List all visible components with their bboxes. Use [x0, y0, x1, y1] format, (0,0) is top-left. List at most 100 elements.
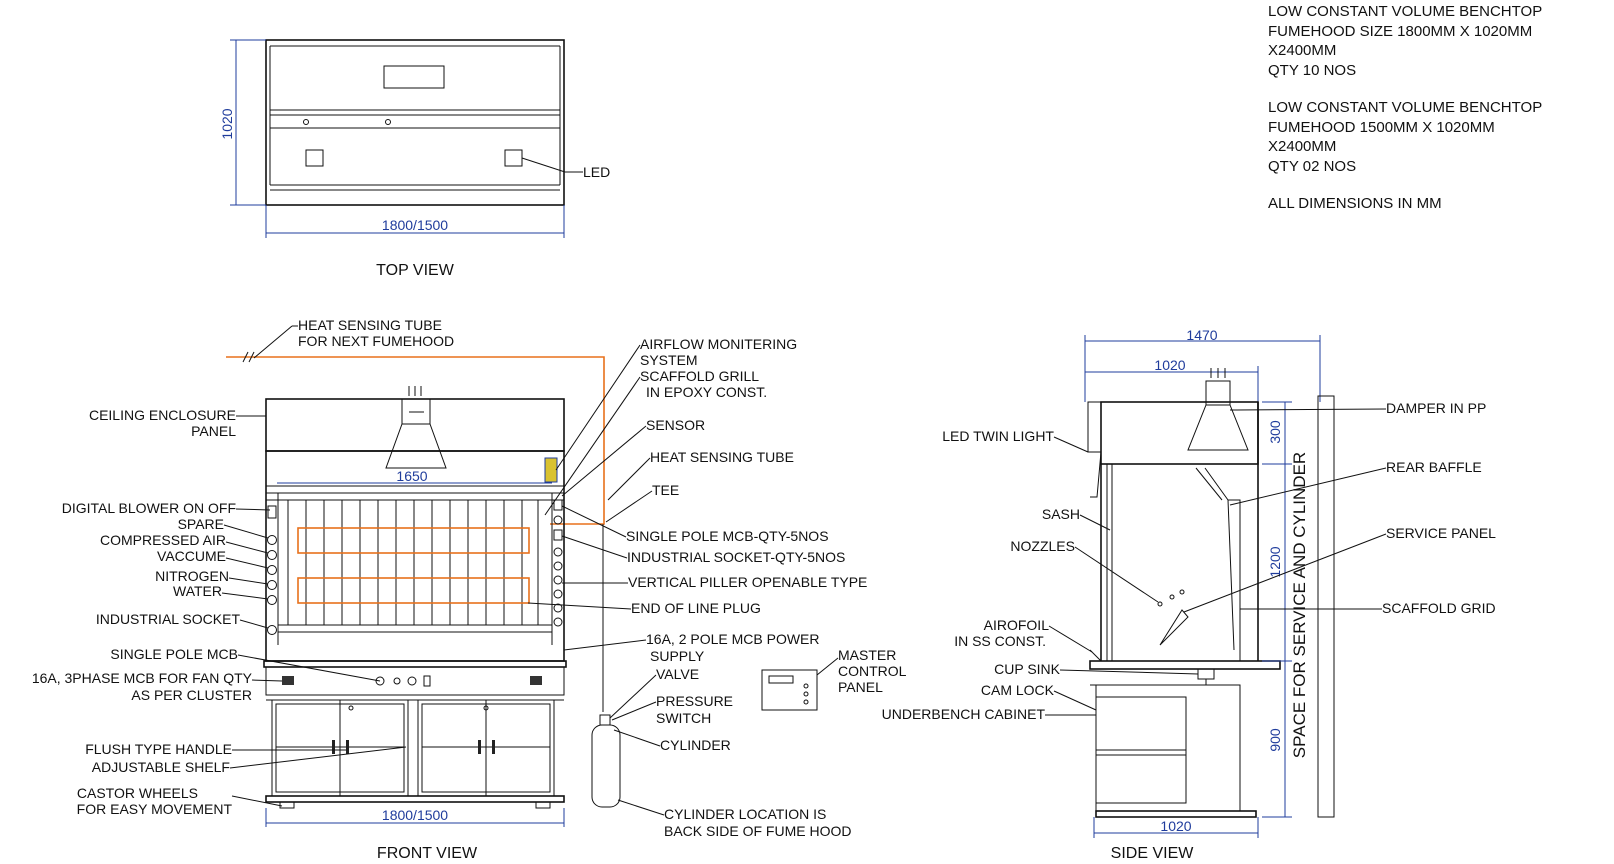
note-line: ALL DIMENSIONS IN MM: [1268, 195, 1442, 212]
ceiling-enclosure: [265, 398, 565, 452]
water-tap: [267, 595, 277, 605]
label-vertical-piller: VERTICAL PILLER OPENABLE TYPE: [628, 574, 867, 590]
scaffold-grill: [278, 500, 552, 633]
cup-sink: [1197, 668, 1215, 680]
label-ceiling-enclosure-2: PANEL: [191, 423, 236, 439]
front-view: 1650: [32, 317, 907, 862]
label-underbench-cabinet: UNDERBENCH CABINET: [882, 706, 1046, 722]
label-2pole-mcb: 16A, 2 POLE MCB POWER: [646, 631, 820, 647]
label-cylinder: CYLINDER: [660, 737, 731, 753]
label-airofoil: AIROFOIL: [984, 617, 1050, 633]
cylinder: [591, 724, 621, 808]
dim-1470: 1470: [1186, 327, 1217, 343]
note-line: QTY 02 NOS: [1268, 157, 1357, 175]
top-view-duct: [383, 65, 445, 89]
label-scaffold-grill-2: IN EPOXY CONST.: [646, 384, 767, 400]
top-view-title: TOP VIEW: [376, 262, 455, 279]
label-vaccume: VACCUME: [157, 548, 226, 564]
side-view-title: SIDE VIEW: [1111, 845, 1195, 862]
dim-1020-top: 1020: [1154, 357, 1185, 373]
nitrogen-tap: [267, 580, 277, 590]
cylinder-valve: [599, 714, 611, 726]
side-hood: [1187, 404, 1249, 451]
label-industrial-socket: INDUSTRIAL SOCKET: [96, 611, 241, 627]
note-line: FUMEHOOD SIZE 1800MM X 1020MM: [1268, 22, 1533, 40]
label-cam-lock: CAM LOCK: [981, 682, 1055, 698]
label-led-twin-light: LED TWIN LIGHT: [942, 428, 1054, 444]
industrial-socket: [267, 625, 277, 635]
heat-sensing-loop: [297, 577, 530, 604]
label-flush-handle: FLUSH TYPE HANDLE: [85, 741, 232, 757]
heat-sensing-tube: [226, 356, 605, 525]
label-cylinder-location: CYLINDER LOCATION IS: [664, 806, 826, 822]
note-line: FUMEHOOD 1500MM X 1020MM: [1268, 118, 1495, 136]
dim-inner: 1650: [396, 468, 427, 484]
label-3phase-mcb-2: AS PER CLUSTER: [131, 687, 252, 703]
compressed-air-tap: [267, 550, 277, 560]
label-master: MASTER: [838, 647, 896, 663]
label-cylinder-location-2: BACK SIDE OF FUME HOOD: [664, 823, 851, 839]
underbench-cabinets: [271, 699, 555, 797]
note-line: LOW CONSTANT VOLUME BENCHTOP: [1268, 99, 1543, 116]
label-airflow-monitoring-2: SYSTEM: [640, 352, 698, 368]
front-view-title: FRONT VIEW: [377, 845, 478, 862]
label-cup-sink: CUP SINK: [994, 661, 1061, 677]
label-adjustable-shelf: ADJUSTABLE SHELF: [92, 759, 230, 775]
led-light: [544, 457, 558, 483]
label-airflow-monitoring: AIRFLOW MONITERING: [640, 336, 797, 352]
label-digital-blower: DIGITAL BLOWER ON OFF: [62, 500, 236, 516]
dim-1200: 1200: [1267, 546, 1283, 577]
label-ceiling-enclosure: CEILING ENCLOSURE: [89, 407, 236, 423]
label-pressure-switch-2: SWITCH: [656, 710, 711, 726]
side-plinth: [1095, 810, 1257, 818]
led-twin-light: [1087, 401, 1102, 453]
notes-panel: LOW CONSTANT VOLUME BENCHTOP FUMEHOOD SI…: [1268, 2, 1542, 214]
note-block-1: LOW CONSTANT VOLUME BENCHTOP FUMEHOOD SI…: [1268, 2, 1542, 80]
label-spare: SPARE: [178, 516, 224, 532]
dim-depth: 1020: [219, 108, 235, 139]
mcb-fan: [282, 676, 294, 685]
side-view: 1470 1020: [882, 327, 1497, 862]
label-control: CONTROL: [838, 663, 907, 679]
control-strip: [265, 666, 565, 696]
dim-width: 1800/1500: [382, 217, 448, 233]
top-view: LED 1020 1800/1500 TOP VIEW: [219, 39, 610, 279]
mcb-fan: [530, 676, 542, 685]
master-control-panel: [761, 669, 818, 711]
note-block-2: LOW CONSTANT VOLUME BENCHTOP FUMEHOOD 15…: [1268, 98, 1542, 176]
label-led: LED: [583, 164, 610, 180]
dim-1020-bottom: 1020: [1160, 818, 1191, 834]
vaccume-tap: [267, 565, 277, 575]
label-scaffold-grid: SCAFFOLD GRID: [1382, 600, 1496, 616]
label-rear-baffle: REAR BAFFLE: [1386, 459, 1482, 475]
label-2pole-mcb-2: SUPPLY: [650, 648, 705, 664]
label-airofoil-2: IN SS CONST.: [954, 633, 1046, 649]
service-panel: [1159, 609, 1189, 646]
exhaust-hood: [385, 423, 447, 469]
worktop: [263, 660, 567, 668]
side-cabinet: [1095, 684, 1241, 812]
led-box: [504, 149, 523, 167]
label-sash: SASH: [1042, 506, 1080, 522]
label-single-pole-mcb: SINGLE POLE MCB: [110, 646, 238, 662]
label-water: WATER: [173, 583, 222, 599]
label-end-of-line-plug: END OF LINE PLUG: [631, 600, 761, 616]
label-scaffold-grill: SCAFFOLD GRILL: [640, 368, 759, 384]
label-compressed-air: COMPRESSED AIR: [100, 532, 226, 548]
label-heat-sensing-tube-next-2: FOR NEXT FUMEHOOD: [298, 333, 454, 349]
label-3phase-mcb: 16A, 3PHASE MCB FOR FAN QTY: [32, 670, 253, 686]
label-single-pole-mcb-qty: SINGLE POLE MCB-QTY-5NOS: [626, 528, 829, 544]
side-ceiling: [1100, 401, 1259, 465]
castor-wheel: [535, 801, 551, 809]
side-worktop: [1089, 660, 1281, 670]
label-service-panel: SERVICE PANEL: [1386, 525, 1496, 541]
label-sensor: SENSOR: [646, 417, 705, 433]
note-line: LOW CONSTANT VOLUME BENCHTOP: [1268, 3, 1543, 20]
service-space-wall: [1317, 395, 1335, 818]
label-industrial-socket-qty: INDUSTRIAL SOCKET-QTY-5NOS: [627, 549, 845, 565]
label-pressure-switch: PRESSURE: [656, 693, 733, 709]
dim-900: 900: [1267, 728, 1283, 752]
dim-width: 1800/1500: [382, 807, 448, 823]
heat-sensing-loop: [297, 527, 530, 554]
